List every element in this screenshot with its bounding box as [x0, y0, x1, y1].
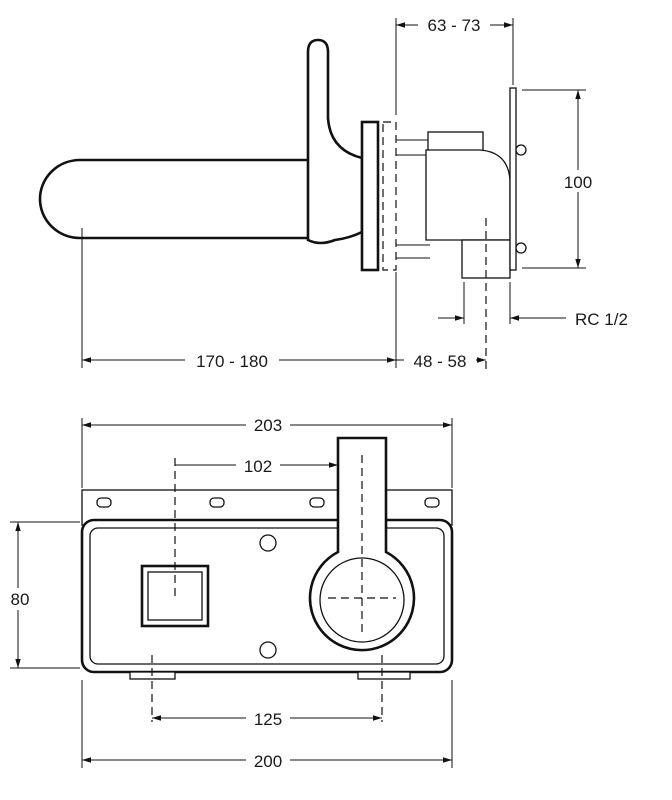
dim-feet-spacing-label: 125	[254, 710, 282, 729]
valve-body-top	[427, 131, 484, 153]
spout	[38, 158, 312, 240]
dim-thread-label: RC 1/2	[575, 310, 628, 329]
wall-plate	[509, 87, 517, 271]
lever-handle	[306, 38, 364, 245]
dim-body-width-label: 200	[254, 752, 282, 771]
cover-plate	[360, 120, 380, 272]
cover-plate-alt	[382, 121, 397, 271]
side-view: 63 - 73 100 RC 1/2 170 - 180 48 - 58	[38, 14, 628, 372]
dim-height-label: 100	[564, 173, 592, 192]
foot-right	[357, 671, 411, 680]
dim-spout-length-label: 170 - 180	[196, 352, 268, 371]
dim-plate-width-label: 203	[254, 416, 282, 435]
dim-depth-label: 80	[11, 590, 30, 609]
valve-body	[425, 149, 511, 241]
dim-body-depth-label: 48 - 58	[414, 352, 467, 371]
bolt-top	[515, 144, 527, 156]
bolt-bottom	[515, 242, 527, 254]
dim-projection-label: 63 - 73	[428, 16, 481, 35]
top-view: 203 102 80 125 200	[2, 414, 454, 771]
dim-spacing-label: 102	[244, 457, 272, 476]
